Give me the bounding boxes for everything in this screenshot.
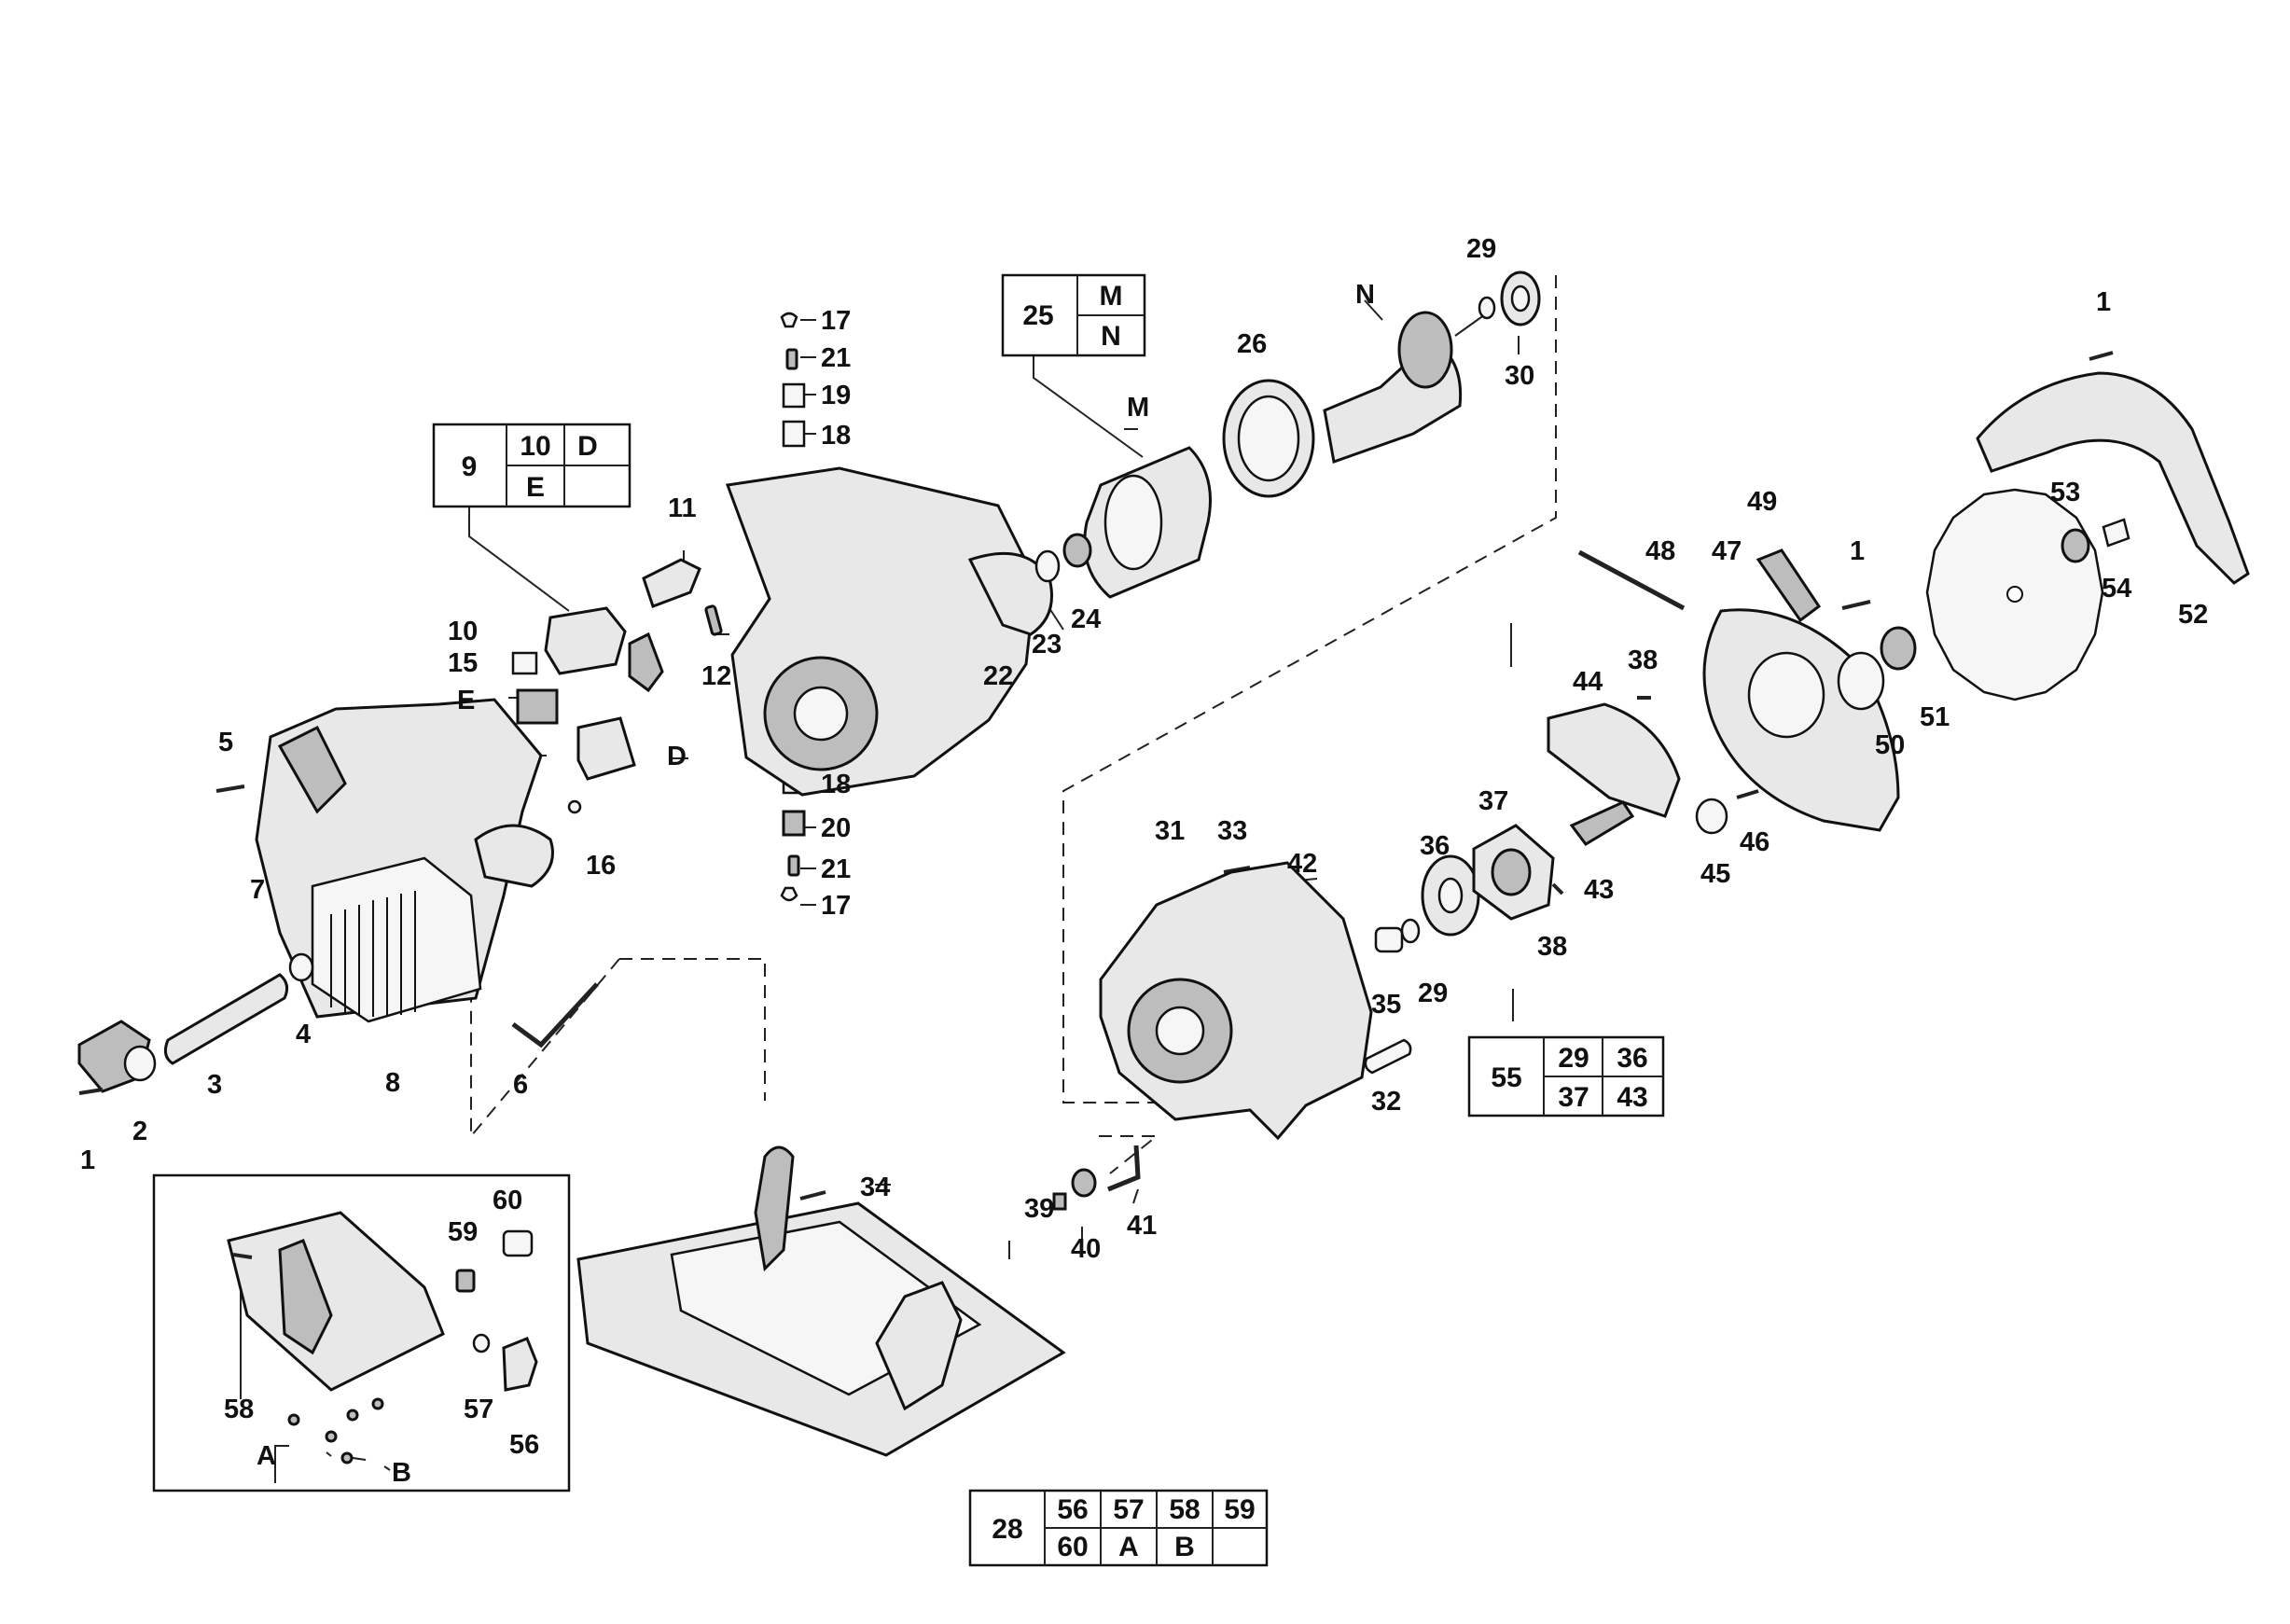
callout: E [457,686,475,715]
callout: 58 [224,1395,254,1424]
kit-55-main: 55 [1491,1062,1521,1093]
callout: 29 [1466,234,1496,264]
callout: 29 [1418,979,1448,1008]
callout: 41 [1127,1211,1157,1241]
callout: 18 [821,770,851,799]
callout: 60 [493,1186,522,1215]
kit-9-cell: 10 [520,431,550,462]
callout: 19 [821,381,851,410]
callout: 3 [207,1070,222,1100]
callout: 16 [586,851,616,881]
callout: 44 [1573,667,1603,697]
callout: 40 [1071,1234,1101,1264]
callout: 59 [448,1217,478,1247]
kit-55-cell: 29 [1558,1043,1589,1074]
callout: D [667,742,687,771]
kit-28-cell: A [1118,1532,1139,1562]
callout: 32 [1371,1087,1401,1117]
callout: 36 [1420,831,1450,861]
kit-55-cell: 37 [1558,1082,1589,1113]
callout: 37 [1478,786,1508,816]
callout: 7 [250,875,265,905]
callout: 35 [1371,990,1401,1020]
inset-detail-frame [152,1173,571,1492]
callout: 17 [821,891,851,921]
callout: 38 [1537,932,1567,962]
callout: 4 [296,1020,311,1049]
callout: 6 [513,1070,528,1100]
callout: 45 [1700,859,1730,889]
callout: 57 [464,1395,493,1424]
callout: 12 [701,661,731,691]
callout: 21 [821,343,851,373]
callout: 21 [821,854,851,884]
callout: 31 [1155,816,1185,846]
callout: 47 [1712,536,1742,566]
callout: 39 [1024,1194,1054,1224]
callout: 15 [448,648,478,678]
part-shapes [77,271,2250,1492]
callout: 5 [218,728,233,757]
kit-28-main: 28 [992,1514,1022,1545]
callout: 38 [1628,645,1658,675]
callout: 8 [385,1068,400,1098]
callout: A [257,1441,276,1471]
leader-lines [240,299,1520,1548]
kit-25-main: 25 [1022,300,1053,331]
callout: 1 [80,1145,95,1175]
kit-55-cell: 36 [1617,1043,1647,1074]
kit-28-cell: 59 [1224,1494,1255,1525]
callout: 42 [1287,849,1317,879]
kit-28-cell: 60 [1057,1532,1088,1562]
callout: 43 [1584,875,1614,905]
callout: B [392,1458,411,1488]
callout: 18 [821,421,851,451]
callout: 10 [448,617,478,646]
callout: 54 [2102,574,2131,604]
callout: 49 [1747,487,1777,517]
kit-25-cell: N [1101,321,1121,352]
callout-labels: 17 21 19 18 29 N 26 30 M 1 53 54 52 49 4… [80,234,2208,1488]
callout: 52 [2178,600,2208,630]
callout: 20 [821,813,851,843]
kit-28-cell: 57 [1113,1494,1144,1525]
kit-9-cell: D [577,431,598,462]
callout: 30 [1505,361,1534,391]
kit-55-cell: 43 [1617,1082,1647,1113]
kit-9-cell: E [526,472,545,503]
callout: 48 [1645,536,1675,566]
callout: 53 [2050,478,2080,507]
callout: 1 [1850,536,1865,566]
assembly-guides [470,275,1557,1174]
callout: 1 [2096,287,2111,317]
callout: 50 [1875,730,1905,760]
kit-table-frames [432,273,1665,1567]
kit-25-cell: M [1100,281,1123,312]
kit-9-main: 9 [462,451,478,482]
callout: 2 [132,1117,147,1146]
kit-28-cell: 56 [1057,1494,1088,1525]
callout: 51 [1920,702,1950,732]
callout: 33 [1217,816,1247,846]
callout: 46 [1740,827,1770,857]
callout: 56 [509,1430,539,1460]
kit-28-cell: 58 [1169,1494,1200,1525]
kit-table-labels: 25 M N 9 10 D E 55 29 36 37 43 28 56 57 … [462,281,1648,1562]
callout: 23 [1032,630,1062,659]
callout: 22 [983,661,1013,691]
callout: 34 [860,1173,890,1202]
callout: N [1355,280,1375,310]
kit-28-cell: B [1174,1532,1195,1562]
callout: 26 [1237,329,1267,359]
callout: 11 [668,493,697,523]
callout: 24 [1071,604,1101,634]
callout: 17 [821,306,851,336]
callout: M [1127,393,1149,423]
